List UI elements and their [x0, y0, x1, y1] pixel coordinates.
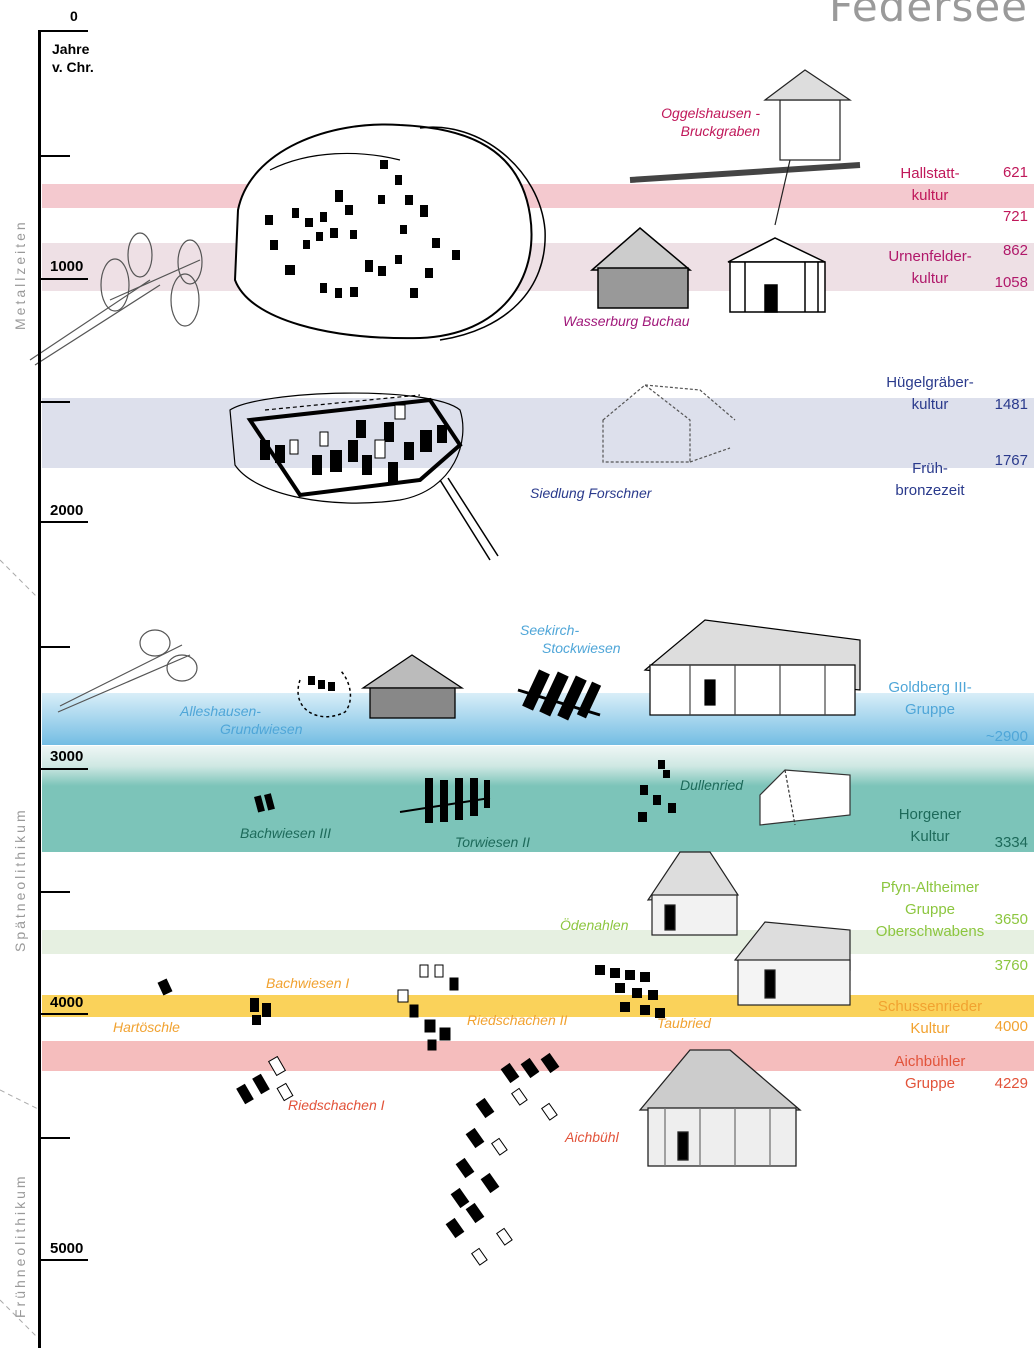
- band-hallstatt: [42, 184, 1034, 208]
- axis-tick-label-1000: 1000: [50, 258, 84, 275]
- site-riedschachen-i: Riedschachen I: [288, 1097, 385, 1113]
- site-hartoeschle: Hartöschle: [113, 1019, 180, 1035]
- site-seekirch: Seekirch-Stockwiesen: [520, 622, 621, 656]
- axis-tick-label-2000: 2000: [50, 502, 84, 519]
- forschner-plan-illustration: [229, 392, 499, 561]
- era-label-spaetneolithikum: Spätneolithikum: [12, 807, 28, 952]
- site-wasserburg-buchau: Wasserburg Buchau: [563, 313, 690, 329]
- time-axis: [38, 30, 41, 1348]
- site-oggelshausen: Oggelshausen -Bruckgraben: [661, 105, 760, 139]
- axis-unit-line2: v. Chr.: [52, 59, 94, 75]
- date-1058: 1058: [994, 274, 1028, 291]
- axis-tick-2500: [38, 646, 70, 648]
- wasserburg-plan-illustration: [233, 123, 546, 341]
- aichbuehl-house-illustration: [638, 1049, 802, 1167]
- site-forschner: Siedlung Forschner: [530, 485, 652, 501]
- date-3334: 3334: [994, 834, 1028, 851]
- axis-unit-line1: Jahre: [52, 41, 90, 57]
- era-separators: [0, 559, 41, 1341]
- bachwiesen3-plan-illustration: [254, 793, 275, 813]
- torwiesen2-plan-illustration: [399, 778, 491, 823]
- forschner-house-illustration: [602, 384, 736, 463]
- axis-tick-1500: [38, 401, 70, 403]
- axis-tick-label-4000: 4000: [50, 994, 84, 1011]
- axis-unit-label: Jahre v. Chr.: [52, 40, 94, 76]
- axis-tick-4000: [38, 1013, 88, 1015]
- taubried-house-illustration: [733, 921, 851, 1006]
- culture-fruehbronzezeit: Früh-bronzezeit: [895, 460, 965, 499]
- era-label-metallzeiten: Metallzeiten: [12, 219, 28, 330]
- culture-huegelgraeber: Hügelgräber-kultur: [886, 374, 974, 413]
- culture-hallstatt: Hallstatt-kultur: [900, 165, 960, 204]
- aichbuehl-plan-illustration: [445, 1052, 560, 1266]
- wagon-illustration-metal-age: [29, 232, 203, 366]
- dullenried-house-illustration: [759, 769, 851, 826]
- band-huegelgraeber: [42, 398, 1034, 468]
- site-bachwiesen-i: Bachwiesen I: [266, 975, 350, 991]
- culture-goldberg: Goldberg III-Gruppe: [888, 679, 972, 718]
- axis-tick-3000: [38, 768, 88, 770]
- date-4000: 4000: [994, 1018, 1028, 1035]
- date-3650: 3650: [994, 911, 1028, 928]
- date-1481: 1481: [994, 396, 1028, 413]
- riedschachen2-plan-illustration: [397, 964, 459, 1051]
- site-torwiesen-ii: Torwiesen II: [455, 834, 530, 850]
- axis-tick-2000: [38, 521, 88, 523]
- wasserburg-house-illustration: [590, 227, 826, 313]
- chart-title: Federsee: [828, 0, 1028, 31]
- date-2900: ~2900: [985, 728, 1028, 745]
- axis-tick-label-5000: 5000: [50, 1240, 84, 1257]
- culture-urnenfelder: Urnenfelder-kultur: [888, 248, 972, 287]
- oggelshausen-house-illustration: [629, 69, 861, 226]
- dullenried-plan-illustration: [638, 760, 676, 822]
- site-bachwiesen-iii: Bachwiesen III: [240, 825, 332, 841]
- date-621: 621: [1002, 164, 1028, 181]
- axis-zero-label: 0: [70, 8, 78, 24]
- site-taubried: Taubried: [657, 1015, 711, 1031]
- date-721: 721: [1002, 208, 1028, 225]
- axis-tick-500: [38, 155, 70, 157]
- band-aichbuehl: [42, 1041, 1034, 1071]
- site-dullenried: Dullenried: [680, 777, 744, 793]
- seekirch-plan-illustration: [517, 669, 602, 721]
- axis-tick-1000: [38, 278, 88, 280]
- oedenahlen-house-illustration: [646, 851, 740, 936]
- date-1767: 1767: [994, 452, 1028, 469]
- date-3760: 3760: [994, 957, 1028, 974]
- goldberg-house-illustration: [643, 619, 861, 716]
- site-alleshausen: Alleshausen-Grundwiesen: [180, 703, 303, 737]
- band-horgen: [42, 746, 1034, 852]
- alleshausen-house-illustration: [360, 654, 465, 719]
- date-862: 862: [1002, 242, 1028, 259]
- riedschachen1-plan-illustration: [236, 1055, 294, 1105]
- site-oedenahlen: Ödenahlen: [560, 917, 629, 933]
- band-goldberg: [42, 693, 1034, 745]
- band-pfyn: [42, 930, 1034, 954]
- axis-tick-4500: [38, 1137, 70, 1139]
- alleshausen-plan-illustration: [297, 669, 352, 718]
- site-aichbuehl: Aichbühl: [565, 1129, 619, 1145]
- wagon-illustration-neolithic: [57, 629, 198, 713]
- site-riedschachen-ii: Riedschachen II: [467, 1012, 568, 1028]
- era-label-fruehneolithikum: Frühneolithikum: [12, 1173, 28, 1318]
- axis-tick-3500: [38, 891, 70, 893]
- axis-tick-5000: [38, 1259, 88, 1261]
- taubried-plan-illustration: [595, 965, 665, 1018]
- axis-tick-label-3000: 3000: [50, 748, 84, 765]
- bachwiesen1-plan-illustration: [250, 998, 271, 1025]
- date-4229: 4229: [994, 1075, 1028, 1092]
- hartoeschle-plan-illustration: [157, 978, 173, 996]
- band-urnenfelder: [42, 243, 1034, 291]
- axis-tick-0: [38, 30, 88, 32]
